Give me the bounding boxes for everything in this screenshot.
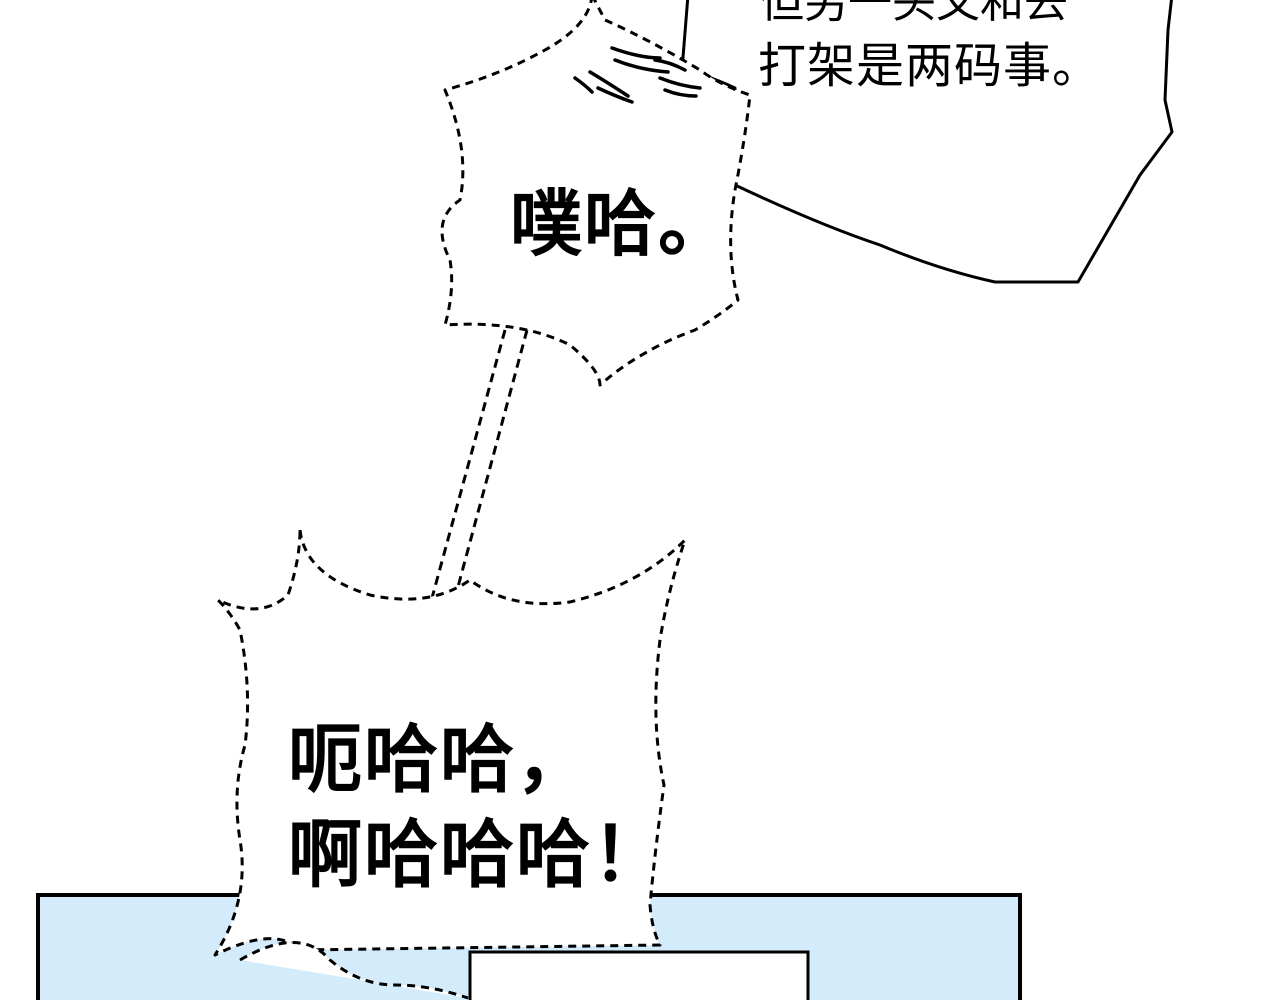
narration-text-line-1: 但另一头又和去 (760, 0, 1068, 28)
puha-bubble-outline (440, 0, 752, 387)
laugh-bubble-text-line-1: 呃哈哈， (288, 717, 592, 803)
puha-bubble-text: 噗哈。 (510, 182, 733, 266)
laugh-bubble-outline (213, 528, 687, 1000)
bubble-connector (430, 329, 529, 599)
shake-strokes (573, 46, 702, 104)
narration-text-line-2: 打架是两码事。 (758, 38, 1102, 94)
laugh-bubble-text-line-2: 啊哈哈哈！ (288, 812, 668, 898)
